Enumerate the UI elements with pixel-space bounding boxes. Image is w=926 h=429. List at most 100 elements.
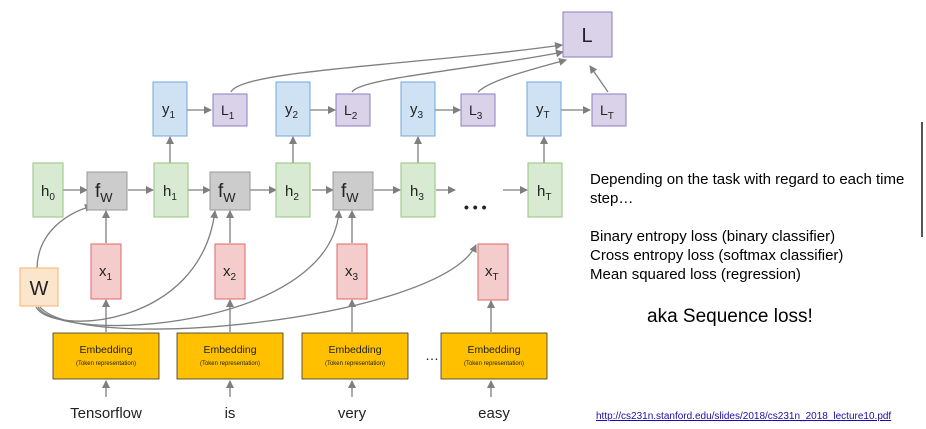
embedding-block-2: Embedding (Token representation) bbox=[176, 332, 284, 380]
y-subscript: 1 bbox=[170, 110, 176, 121]
svg-text:y1: y1 bbox=[162, 101, 176, 121]
embedding-title: Embedding bbox=[203, 344, 256, 356]
h0-label: h bbox=[41, 183, 49, 200]
total-loss-node: L bbox=[562, 11, 613, 58]
x-label: x bbox=[345, 263, 353, 280]
svg-text:h0: h0 bbox=[41, 183, 55, 203]
svg-text:fW: fW bbox=[95, 181, 113, 205]
loss-label: L bbox=[600, 102, 608, 118]
embedding-ellipsis: … bbox=[425, 347, 439, 363]
svg-text:hT: hT bbox=[537, 183, 551, 203]
token-label: Tensorflow bbox=[70, 405, 142, 422]
fw-cell-2: fW bbox=[209, 171, 251, 211]
weights-label: W bbox=[30, 278, 49, 300]
embedding-block-T: Embedding (Token representation) bbox=[440, 332, 548, 380]
shared-weights-node: W bbox=[19, 267, 59, 307]
svg-text:h1: h1 bbox=[163, 183, 177, 203]
svg-text:L3: L3 bbox=[469, 102, 483, 122]
h-label: h bbox=[285, 183, 293, 200]
svg-text:x2: x2 bbox=[223, 263, 237, 283]
token-label: very bbox=[338, 405, 367, 422]
y-label: y bbox=[410, 101, 418, 118]
output-y-1: y1 bbox=[152, 81, 188, 137]
explanation-panel: Depending on the task with regard to eac… bbox=[590, 170, 910, 284]
x-subscript: 3 bbox=[353, 272, 359, 283]
x-label: x bbox=[99, 263, 107, 280]
loss-label: L bbox=[469, 102, 477, 118]
svg-text:x3: x3 bbox=[345, 263, 359, 283]
h-label: h bbox=[163, 183, 171, 200]
svg-text:fW: fW bbox=[341, 181, 359, 205]
h-subscript: 1 bbox=[171, 192, 177, 203]
embedding-block-3: Embedding (Token representation) bbox=[301, 332, 409, 380]
h-subscript: 3 bbox=[418, 192, 424, 203]
x-label: x bbox=[223, 263, 231, 280]
hidden-state-initial: h0 bbox=[32, 162, 64, 218]
input-x-1: x1 bbox=[90, 243, 122, 300]
svg-text:y3: y3 bbox=[410, 101, 424, 121]
embedding-subtitle: (Token representation) bbox=[325, 361, 385, 367]
embedding-subtitle: (Token representation) bbox=[76, 361, 136, 367]
embedding-title: Embedding bbox=[328, 344, 381, 356]
svg-text:h3: h3 bbox=[410, 183, 424, 203]
fw-label: f bbox=[341, 181, 347, 202]
h-subscript: 2 bbox=[293, 192, 299, 203]
fw-cell-3: fW bbox=[332, 171, 374, 211]
output-y-3: y3 bbox=[400, 81, 436, 137]
h-label: h bbox=[410, 183, 418, 200]
source-link[interactable]: http://cs231n.stanford.edu/slides/2018/c… bbox=[596, 411, 892, 422]
loss-step-3: L3 bbox=[460, 93, 496, 127]
fw-label: f bbox=[218, 181, 224, 202]
input-x-3: x3 bbox=[336, 243, 368, 300]
loss-subscript: 2 bbox=[352, 111, 358, 122]
continuation-dots: • • • bbox=[464, 199, 487, 215]
loss-item: Cross entropy loss (softmax classifier) bbox=[590, 247, 844, 264]
y-label: y bbox=[162, 101, 170, 118]
h-subscript: T bbox=[545, 192, 551, 203]
svg-text:xT: xT bbox=[485, 263, 499, 283]
loss-subscript: T bbox=[608, 111, 614, 122]
svg-text:LT: LT bbox=[600, 102, 614, 122]
token-label: easy bbox=[478, 405, 510, 422]
y-subscript: 3 bbox=[418, 110, 424, 121]
total-loss-label: L bbox=[581, 25, 592, 47]
loss-subscript: 3 bbox=[477, 111, 483, 122]
fw-subscript: W bbox=[223, 190, 236, 205]
fw-subscript: W bbox=[346, 190, 359, 205]
svg-text:yT: yT bbox=[536, 101, 550, 121]
x-subscript: 1 bbox=[107, 272, 113, 283]
y-label: y bbox=[285, 101, 293, 118]
svg-text:y2: y2 bbox=[285, 101, 299, 121]
y-label: y bbox=[536, 101, 544, 118]
loss-step-1: L1 bbox=[212, 93, 248, 127]
embedding-subtitle: (Token representation) bbox=[200, 361, 260, 367]
fw-label: f bbox=[95, 181, 101, 202]
input-x-2: x2 bbox=[214, 243, 246, 300]
embedding-subtitle: (Token representation) bbox=[464, 361, 524, 367]
svg-text:L1: L1 bbox=[221, 102, 235, 122]
sequence-loss-callout: aka Sequence loss! bbox=[647, 306, 813, 327]
loss-label: L bbox=[221, 102, 229, 118]
scrollbar[interactable] bbox=[921, 122, 923, 237]
hidden-state-3: h3 bbox=[400, 162, 436, 218]
hidden-state-T: hT bbox=[527, 162, 563, 218]
svg-text:h2: h2 bbox=[285, 183, 299, 203]
fw-subscript: W bbox=[100, 190, 113, 205]
loss-label: L bbox=[344, 102, 352, 118]
token-label: is bbox=[225, 405, 236, 422]
output-y-T: yT bbox=[526, 81, 562, 137]
loss-item: Binary entropy loss (binary classifier) bbox=[590, 228, 836, 245]
loss-step-2: L2 bbox=[335, 93, 371, 127]
x-label: x bbox=[485, 263, 493, 280]
y-subscript: T bbox=[544, 110, 550, 121]
svg-text:L2: L2 bbox=[344, 102, 358, 122]
h-label: h bbox=[537, 183, 545, 200]
svg-text:fW: fW bbox=[218, 181, 236, 205]
embedding-title: Embedding bbox=[79, 344, 132, 356]
h0-subscript: 0 bbox=[49, 192, 55, 203]
embedding-block-1: Embedding (Token representation) bbox=[52, 332, 160, 380]
x-subscript: 2 bbox=[231, 272, 237, 283]
connectors bbox=[35, 42, 609, 397]
input-x-T: xT bbox=[477, 243, 509, 301]
